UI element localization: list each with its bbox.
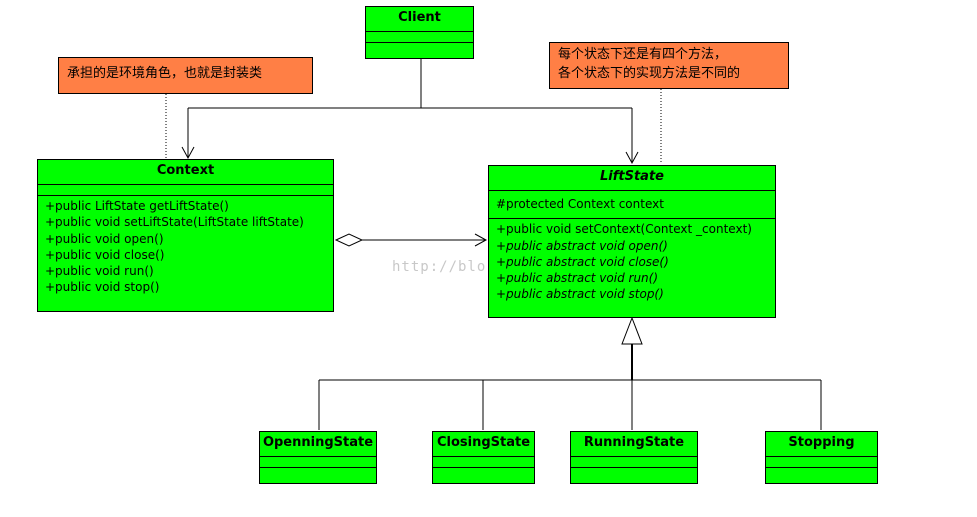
divider xyxy=(571,456,697,457)
divider xyxy=(433,467,534,468)
class-name: LiftState xyxy=(600,169,664,184)
runningstate-class[interactable]: RunningState xyxy=(570,431,698,484)
divider xyxy=(260,456,376,457)
operation: +public void stop() xyxy=(45,280,160,295)
divider xyxy=(38,195,333,196)
client-context-arrow xyxy=(181,146,195,160)
divider xyxy=(766,467,877,468)
operation: +public void close() xyxy=(45,247,165,262)
note-text: 各个状态下的实现方法是不同的 xyxy=(558,66,741,81)
divider xyxy=(489,190,775,191)
stopping-class[interactable]: Stopping xyxy=(765,431,878,484)
divider xyxy=(766,456,877,457)
abstract-operation: +public abstract void open() xyxy=(496,238,668,253)
abstract-operation: +public abstract void stop() xyxy=(496,287,664,302)
context-note[interactable]: 承担的是环境角色，也就是封装类 xyxy=(58,57,313,94)
operation: +public void setLiftState(LiftState lift… xyxy=(45,215,304,230)
divider xyxy=(571,467,697,468)
watermark: http://blo xyxy=(392,259,487,275)
state-note[interactable]: 每个状态下还是有四个方法， 各个状态下的实现方法是不同的 xyxy=(549,42,789,89)
class-name: OpenningState xyxy=(262,435,374,450)
operation: +public void setContext(Context _context… xyxy=(496,222,752,237)
context-class[interactable]: Context +public LiftState getLiftState()… xyxy=(37,159,334,312)
openningstate-class[interactable]: OpenningState xyxy=(259,431,377,484)
operations-section: +public LiftState getLiftState() +public… xyxy=(38,196,333,298)
abstract-operation: +public abstract void run() xyxy=(496,271,659,286)
aggregation-arrow xyxy=(474,233,488,247)
divider xyxy=(433,456,534,457)
operation: +public void run() xyxy=(45,264,154,279)
note-text: 承担的是环境角色，也就是封装类 xyxy=(67,66,263,81)
liftstate-class[interactable]: LiftState #protected Context context +pu… xyxy=(488,165,776,318)
divider xyxy=(489,218,775,220)
operation: +public void open() xyxy=(45,231,164,246)
operation: +public LiftState getLiftState() xyxy=(45,199,229,213)
divider xyxy=(38,184,333,185)
note-text: 每个状态下还是有四个方法， xyxy=(558,47,728,62)
client-class[interactable]: Client xyxy=(365,6,474,59)
class-name: ClosingState xyxy=(436,435,531,450)
attribute: #protected Context context xyxy=(496,197,664,211)
attributes-section: #protected Context context xyxy=(489,191,775,218)
class-name: Context xyxy=(156,163,215,178)
divider xyxy=(366,31,473,32)
aggregation-diamond xyxy=(334,233,364,247)
operations-section: +public void setContext(Context _context… xyxy=(489,219,775,304)
divider xyxy=(366,42,473,43)
client-liftstate-arrow xyxy=(625,151,639,165)
class-name: Client xyxy=(398,10,441,25)
generalization-triangle xyxy=(621,316,643,345)
divider xyxy=(260,467,376,468)
abstract-operation: +public abstract void close() xyxy=(496,254,669,269)
class-name: Stopping xyxy=(788,435,855,450)
closingstate-class[interactable]: ClosingState xyxy=(432,431,535,484)
class-name: RunningState xyxy=(583,435,685,450)
